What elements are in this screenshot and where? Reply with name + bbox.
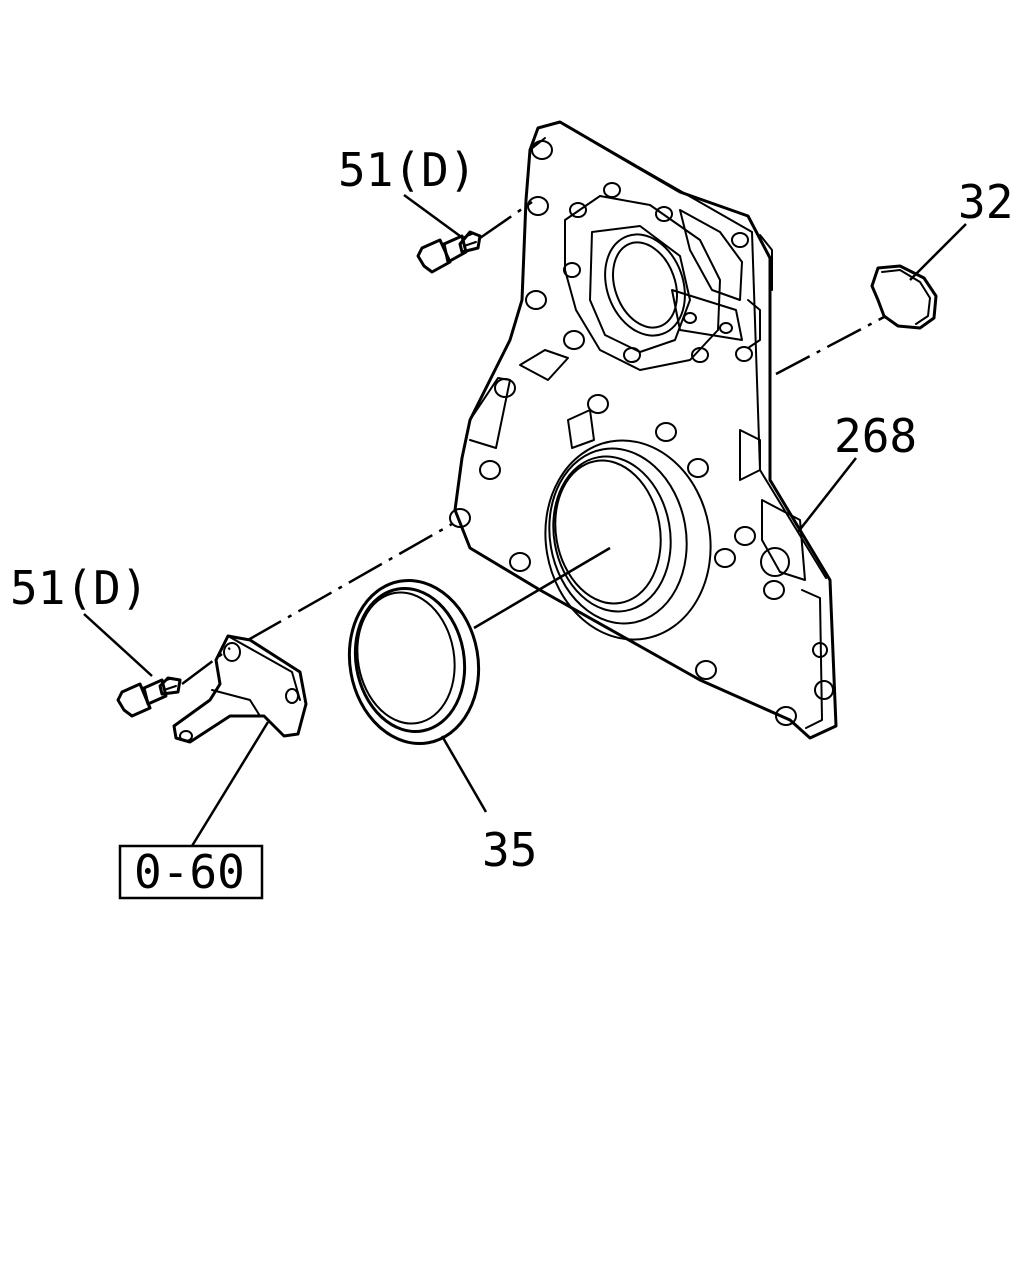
- callout-cover: 268: [834, 409, 917, 463]
- reference-box: [118, 844, 264, 900]
- assembly-line-bolt-upper: [479, 200, 533, 240]
- assembly-line-bracket: [247, 522, 453, 642]
- leader-bolt-lower: [83, 613, 153, 677]
- assembly-line-gasket: [775, 314, 887, 376]
- callout-bolt-upper: 51(D): [338, 143, 476, 197]
- leader-bracket: [190, 721, 270, 847]
- callout-oil-seal: 35: [482, 823, 537, 877]
- assembly-line-bolt-lower: [181, 647, 231, 685]
- bolt-upper[interactable]: [416, 230, 482, 274]
- front-cover-268[interactable]: [449, 120, 838, 740]
- leader-oil-seal: [440, 735, 488, 813]
- callout-bolt-lower: 51(D): [10, 561, 148, 615]
- bracket[interactable]: [172, 634, 308, 744]
- leader-cover: [797, 457, 857, 533]
- reference-box-label[interactable]: 0-60: [134, 845, 245, 899]
- leader-bolt-upper: [403, 193, 461, 238]
- callout-gasket: 32: [958, 175, 1013, 229]
- oil-seal-35[interactable]: [337, 570, 492, 754]
- leader-oil-seal-bore: [473, 546, 611, 630]
- leader-gasket: [909, 223, 967, 281]
- mounting-holes: [449, 140, 834, 726]
- bolt-lower[interactable]: [116, 676, 182, 718]
